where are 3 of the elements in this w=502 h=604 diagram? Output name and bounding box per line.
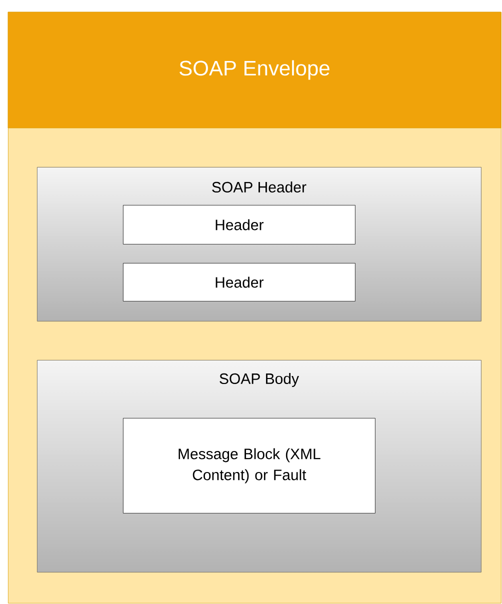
content-box: Header: [123, 205, 356, 244]
content-box: Header: [123, 263, 356, 302]
content-box: Message Block (XML Content) or Fault: [123, 418, 376, 514]
